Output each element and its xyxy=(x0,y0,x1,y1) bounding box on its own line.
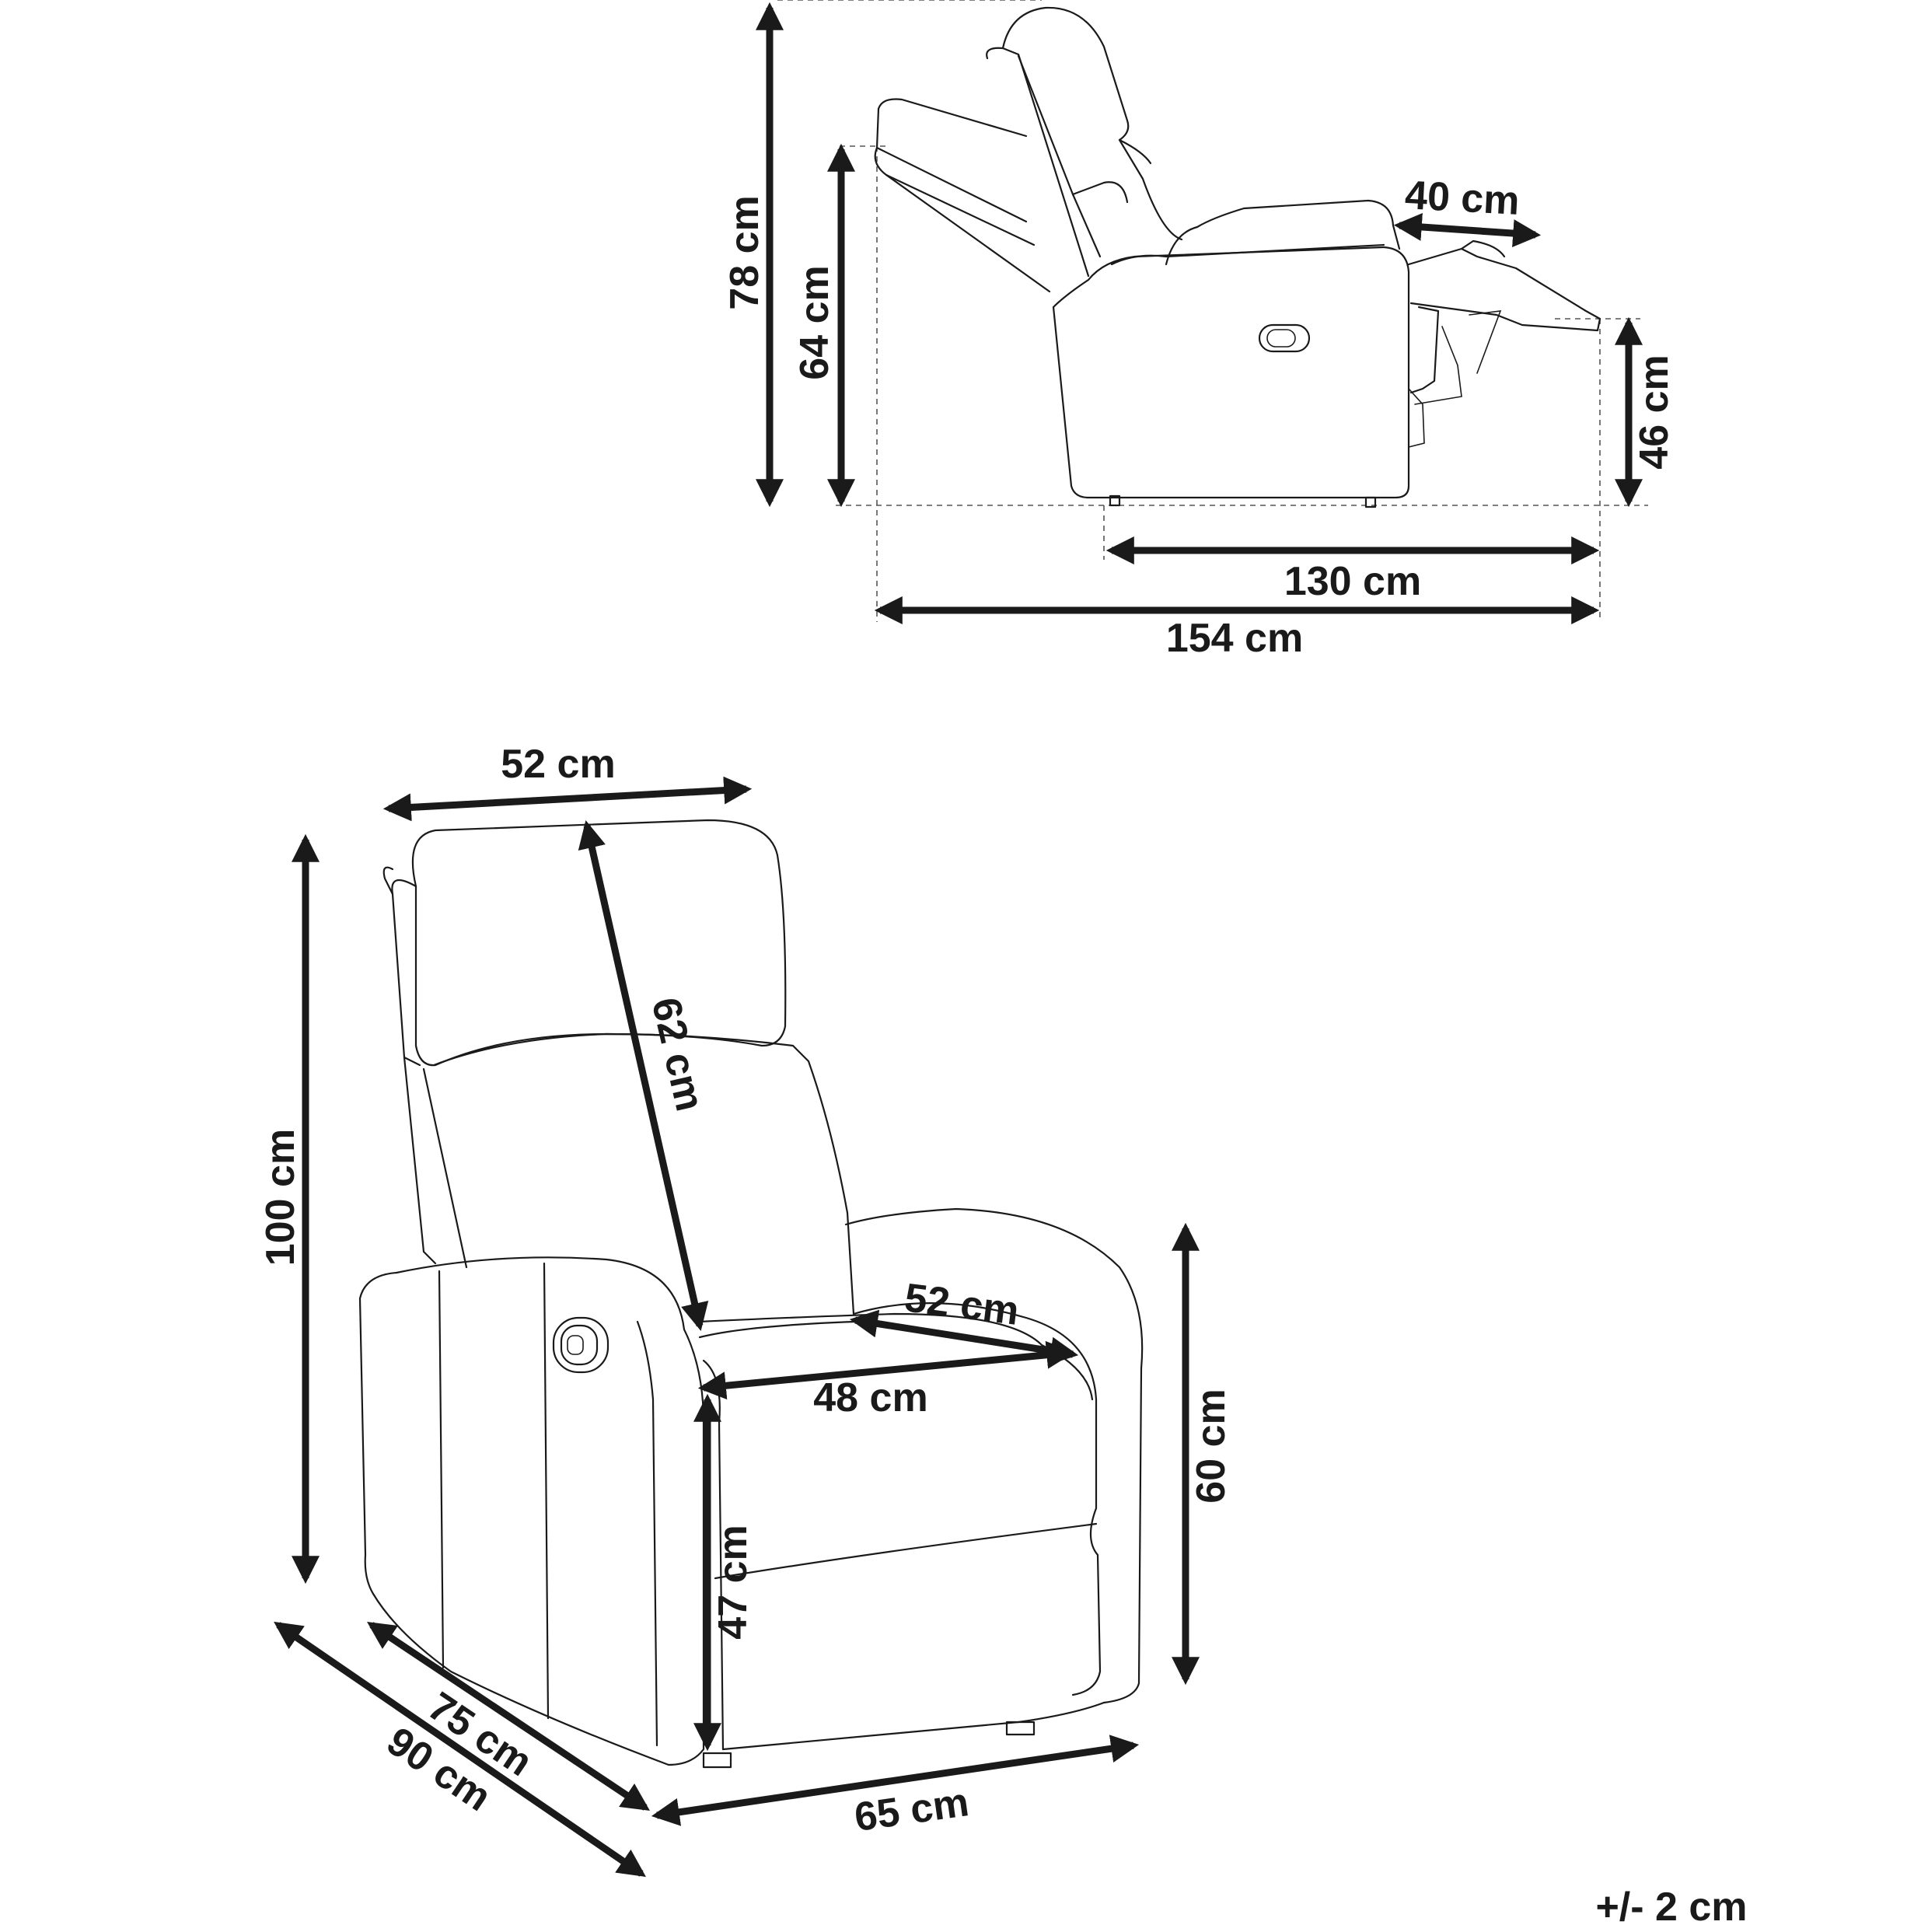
recliner-side-outline xyxy=(874,6,1601,508)
dim-line-90 xyxy=(274,1621,646,1878)
label-130: 130 cm xyxy=(1284,559,1421,604)
label-65: 65 cm xyxy=(852,1780,972,1840)
dim-line-65 xyxy=(651,1735,1140,1826)
label-48: 48 cm xyxy=(813,1375,927,1420)
recline-lever-front xyxy=(552,1316,609,1374)
label-60: 60 cm xyxy=(1189,1389,1234,1503)
dim-line-52-top xyxy=(382,776,753,822)
label-47: 47 cm xyxy=(711,1525,756,1639)
label-52-seat: 52 cm xyxy=(902,1275,1021,1334)
label-46: 46 cm xyxy=(1632,355,1677,469)
recline-lever xyxy=(1258,323,1311,353)
tolerance-note: +/- 2 cm xyxy=(1595,1885,1747,1928)
side-view: 78 cm 64 cm 40 cm 46 cm 130 cm 154 cm xyxy=(722,0,1677,661)
dim-line-40 xyxy=(1393,213,1542,247)
label-78: 78 cm xyxy=(722,195,767,309)
reference-lines xyxy=(777,0,1648,622)
dim-line-62 xyxy=(578,819,709,1332)
label-52-top: 52 cm xyxy=(501,742,615,787)
label-154: 154 cm xyxy=(1166,616,1303,661)
label-100: 100 cm xyxy=(258,1129,303,1266)
dim-line-48 xyxy=(697,1340,1075,1400)
label-64: 64 cm xyxy=(792,265,837,379)
front-view: 52 cm 62 cm 100 cm 52 cm 48 cm 60 cm 47 … xyxy=(258,742,1234,1878)
label-40: 40 cm xyxy=(1404,173,1521,224)
label-62: 62 cm xyxy=(643,994,713,1116)
